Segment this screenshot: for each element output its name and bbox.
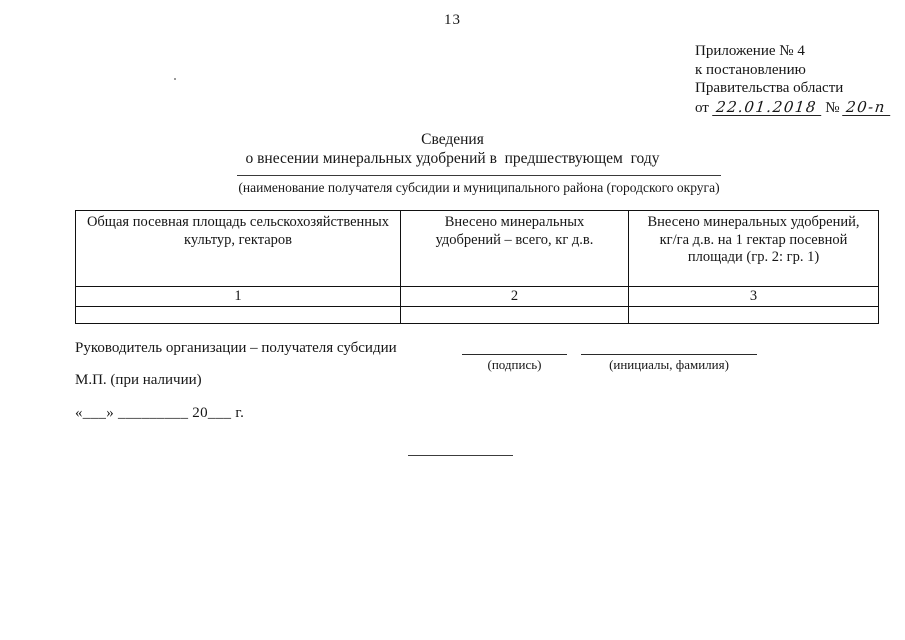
header-cell-total-applied: Внесено минеральных удобрений – всего, к… — [400, 210, 629, 287]
bottom-separator-line — [408, 455, 513, 456]
page-number: 13 — [444, 12, 461, 28]
number-sign-label: № — [825, 99, 840, 116]
appendix-line-3: Правительства области — [695, 80, 844, 96]
scan-artifact-dot — [174, 78, 176, 80]
signature-role-label: Руководитель организации – получателя су… — [75, 340, 397, 356]
column-number-cell-1: 1 — [75, 286, 401, 307]
title-line-1: Сведения — [421, 131, 484, 148]
appendix-line-2: к постановлению — [695, 61, 806, 78]
date-fill-line: «___» _________ 20___ г. — [75, 405, 245, 421]
table-data-row — [75, 306, 879, 324]
recipient-name-fill-line — [237, 175, 721, 176]
initials-surname-caption: (инициалы, фамилия) — [609, 357, 729, 372]
date-prefix-label: от — [695, 99, 709, 116]
recipient-name-caption: (наименование получателя субсидии и муни… — [238, 180, 720, 195]
appendix-date-line: от 22.01.2018 № 20-п — [695, 98, 892, 118]
document-title: Сведения о внесении минеральных удобрени… — [0, 130, 905, 168]
header-cell-sown-area: Общая посевная площадь сельскохозяйствен… — [75, 210, 401, 287]
column-number-row: 1 2 3 — [75, 286, 879, 307]
table-header-row: Общая посевная площадь сельскохозяйствен… — [75, 210, 879, 287]
data-cell-per-hectare — [628, 306, 879, 324]
column-number-cell-3: 3 — [628, 286, 879, 307]
fertilizer-data-table: Общая посевная площадь сельскохозяйствен… — [75, 210, 879, 324]
data-cell-sown-area — [75, 306, 401, 324]
initials-surname-fill-line — [581, 354, 757, 355]
title-line-2: о внесении минеральных удобрений в предш… — [245, 150, 660, 167]
column-number-cell-2: 2 — [400, 286, 629, 307]
data-cell-total-applied — [400, 306, 629, 324]
header-cell-per-hectare: Внесено минеральных удобрений, кг/га д.в… — [628, 210, 879, 287]
handwritten-date: 22.01.2018 — [711, 98, 823, 116]
appendix-block: Приложение № 4 к постановлению Правитель… — [695, 42, 892, 118]
stamp-label: М.П. (при наличии) — [75, 372, 202, 388]
signature-fill-line — [462, 354, 567, 355]
signature-caption: (подпись) — [487, 357, 542, 372]
handwritten-document-number: 20-п — [842, 98, 892, 116]
appendix-line-1: Приложение № 4 — [695, 43, 805, 59]
